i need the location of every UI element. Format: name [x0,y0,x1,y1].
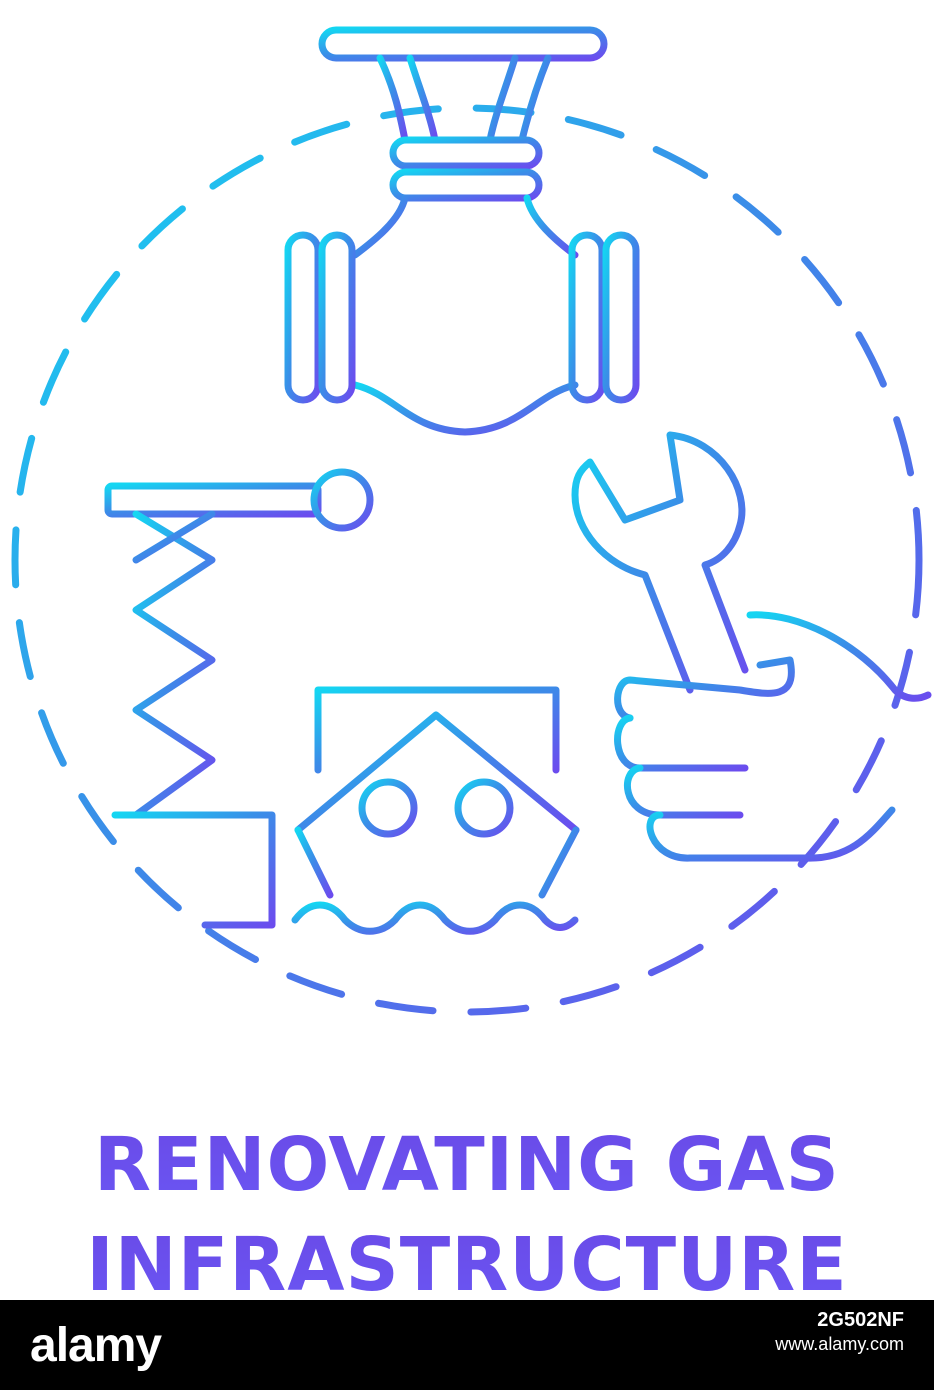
harbor-crane-icon [104,468,394,929]
site-url: www.alamy.com [775,1334,904,1354]
caption-line-2: INFRASTRUCTURE [0,1228,934,1302]
alamy-logo: alamy [30,1319,162,1372]
concept-illustration [11,4,932,1016]
watermark-bar: alamy 2G502NF www.alamy.com [0,1300,934,1390]
caption-line-1: RENOVATING GAS [0,1128,934,1202]
dashed-circle-frame [11,104,923,1016]
ship-icon [291,686,580,935]
image-code: 2G502NF [817,1309,904,1331]
wrench-in-hand-icon [571,431,932,862]
gas-pipe-valve-icon [201,4,724,436]
image-id-block: 2G502NF www.alamy.com [775,1308,904,1356]
